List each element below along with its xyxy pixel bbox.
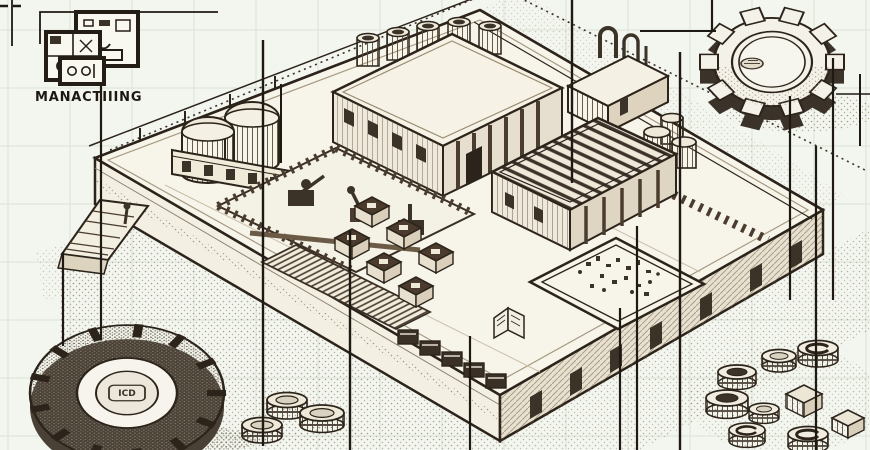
disc-stack (241, 391, 345, 444)
washer-part (717, 364, 757, 391)
drum-store (620, 112, 770, 245)
building-doorway (466, 146, 482, 186)
conveyor-track (259, 243, 433, 331)
disc (299, 404, 345, 434)
legend-box-small (58, 56, 106, 86)
washer-part (761, 348, 797, 373)
block-part (784, 384, 824, 419)
parts-cluster (705, 339, 866, 450)
disc (266, 391, 308, 420)
legend-glyph (83, 19, 94, 27)
gear-ring-part (787, 425, 829, 450)
legend-glyph (81, 66, 92, 77)
yard-fence (216, 144, 476, 276)
open-book (493, 306, 525, 340)
legend-glyph (115, 19, 131, 32)
small-parts-scatter (578, 256, 660, 296)
legend-glyph (79, 39, 93, 53)
platform-sw-stipple-band (95, 178, 500, 422)
stippled-gear-icon: ICD (28, 323, 226, 450)
legend-glyph (50, 36, 61, 44)
crate (333, 228, 371, 261)
crate-stacks (333, 196, 455, 309)
block-part (830, 409, 866, 440)
washer-part (748, 402, 780, 425)
gear-ring-part (728, 422, 766, 449)
building-left-windows (344, 107, 426, 163)
legend-glyph (99, 20, 110, 26)
tank-rear (224, 101, 280, 173)
gear-hub-mark: ICD (118, 389, 135, 399)
manufacturing-label: MANACTIIING (35, 90, 141, 105)
worker-figure (123, 202, 131, 225)
striped-roof-warehouse (489, 116, 679, 252)
main-factory-building (330, 16, 565, 198)
crate (365, 252, 403, 285)
entry-ramp (57, 198, 150, 275)
legend-icon-cluster (44, 10, 140, 86)
legend-glyph (67, 66, 78, 77)
washer-part (705, 389, 749, 420)
assembly-pad (527, 236, 707, 331)
crate (417, 242, 455, 275)
crate (397, 276, 435, 309)
ring-gear-icon (699, 6, 845, 131)
crate (353, 196, 391, 229)
gear-ring-part (797, 339, 839, 368)
fence-row (620, 165, 770, 245)
crate (385, 218, 423, 251)
